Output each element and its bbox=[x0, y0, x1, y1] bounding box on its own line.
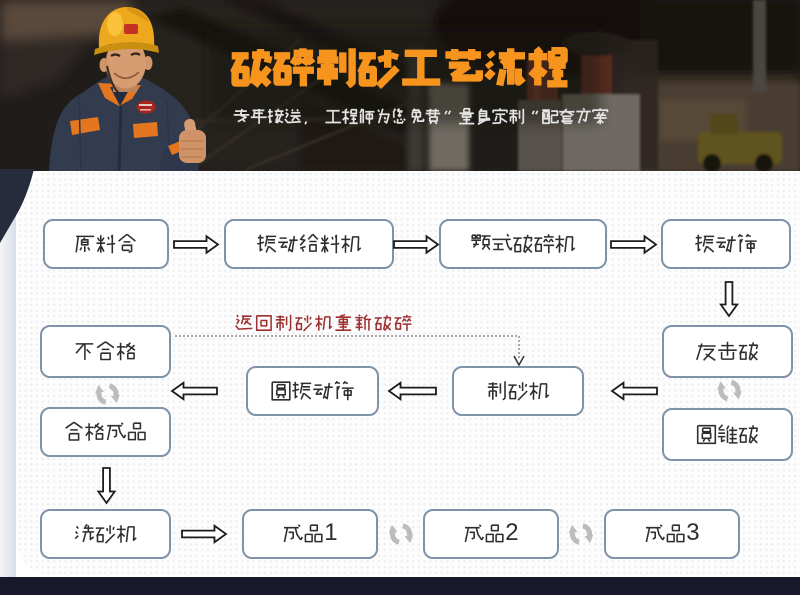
svg-text:2: 2 bbox=[505, 519, 518, 546]
svg-text:1: 1 bbox=[324, 519, 337, 546]
svg-text:3: 3 bbox=[686, 519, 699, 546]
